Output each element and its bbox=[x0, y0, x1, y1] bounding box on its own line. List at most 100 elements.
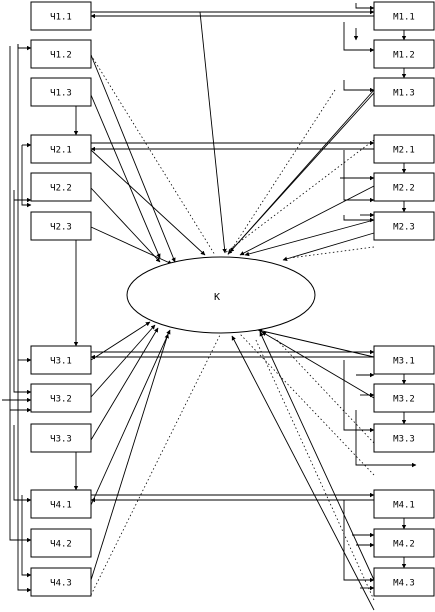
connector-arrow bbox=[343, 150, 375, 203]
node-box bbox=[373, 211, 435, 241]
center-label: K bbox=[214, 292, 220, 303]
right-node-R23[interactable]: М2.3 bbox=[373, 211, 435, 241]
edges-layer bbox=[2, 3, 417, 611]
node-box bbox=[30, 345, 92, 375]
node-label: М1.1 bbox=[393, 13, 415, 23]
connector-arrow bbox=[261, 331, 375, 399]
left-node-L41[interactable]: Ч4.1 bbox=[30, 489, 92, 519]
node-label: М2.2 bbox=[393, 184, 415, 194]
node-box bbox=[30, 489, 92, 519]
node-box bbox=[30, 211, 92, 241]
right-node-R22[interactable]: М2.2 bbox=[373, 172, 435, 202]
node-box bbox=[30, 567, 92, 597]
node-label: Ч1.3 bbox=[50, 89, 72, 99]
right-node-R32[interactable]: М3.2 bbox=[373, 383, 435, 413]
center-ellipse bbox=[126, 256, 316, 334]
node-box bbox=[30, 134, 92, 164]
right-node-R43[interactable]: М4.3 bbox=[373, 567, 435, 597]
node-box bbox=[30, 172, 92, 202]
left-node-L12[interactable]: Ч1.2 bbox=[30, 39, 92, 69]
node-label: Ч3.3 bbox=[50, 435, 72, 445]
dotted-connector bbox=[224, 139, 375, 254]
connector-arrow bbox=[90, 94, 161, 259]
right-node-R31[interactable]: М3.1 bbox=[373, 345, 435, 375]
left-node-L22[interactable]: Ч2.2 bbox=[30, 172, 92, 202]
node-label: Ч1.1 bbox=[50, 13, 72, 23]
node-box bbox=[373, 423, 435, 453]
node-label: М4.2 bbox=[393, 540, 415, 550]
left-node-L21[interactable]: Ч2.1 bbox=[30, 134, 92, 164]
connector-arrow bbox=[90, 324, 156, 398]
connector-arrow bbox=[90, 54, 176, 263]
center-node[interactable]: K bbox=[126, 256, 316, 334]
left-node-L31[interactable]: Ч3.1 bbox=[30, 345, 92, 375]
connector-arrow bbox=[90, 226, 173, 265]
left-node-L33[interactable]: Ч3.3 bbox=[30, 423, 92, 453]
connector-arrow bbox=[90, 149, 206, 256]
connector-arrow bbox=[282, 232, 375, 261]
left-node-L13[interactable]: Ч1.3 bbox=[30, 77, 92, 107]
connector-arrow bbox=[90, 333, 169, 581]
right-node-R33[interactable]: М3.3 bbox=[373, 423, 435, 453]
left-node-L42[interactable]: Ч4.2 bbox=[30, 528, 92, 558]
dotted-connector bbox=[90, 54, 216, 256]
node-box bbox=[373, 39, 435, 69]
node-label: М3.1 bbox=[393, 357, 415, 367]
connector-arrow bbox=[9, 46, 32, 543]
right-node-R11[interactable]: М1.1 bbox=[373, 1, 435, 31]
left-node-L43[interactable]: Ч4.3 bbox=[30, 567, 92, 597]
node-box bbox=[30, 423, 92, 453]
right-node-R41[interactable]: М4.1 bbox=[373, 489, 435, 519]
connector-arrow bbox=[13, 190, 32, 395]
node-box bbox=[373, 345, 435, 375]
node-label: Ч3.1 bbox=[50, 357, 72, 367]
left-node-L32[interactable]: Ч3.2 bbox=[30, 383, 92, 413]
left-node-L11[interactable]: Ч1.1 bbox=[30, 1, 92, 31]
dotted-connector bbox=[90, 334, 221, 596]
dotted-connector bbox=[227, 89, 336, 256]
dotted-connector bbox=[274, 337, 375, 444]
right-node-R42[interactable]: М4.2 bbox=[373, 528, 435, 558]
node-box bbox=[373, 528, 435, 558]
connector-arrow bbox=[239, 185, 375, 256]
right-node-R13[interactable]: М1.3 bbox=[373, 77, 435, 107]
node-box bbox=[373, 134, 435, 164]
node-label: Ч2.1 bbox=[50, 146, 72, 156]
connector-arrow bbox=[21, 145, 32, 208]
connector-arrow bbox=[343, 360, 375, 433]
connector-arrow bbox=[90, 187, 161, 263]
dotted-connector bbox=[254, 337, 375, 601]
node-box bbox=[373, 383, 435, 413]
connector-arrow bbox=[21, 495, 32, 578]
connector-arrow bbox=[355, 3, 375, 11]
left-node-L23[interactable]: Ч2.3 bbox=[30, 211, 92, 241]
node-label: М4.3 bbox=[393, 579, 415, 589]
right-node-R12[interactable]: М1.2 bbox=[373, 39, 435, 69]
node-label: М4.1 bbox=[393, 501, 415, 511]
connector-arrow bbox=[90, 329, 171, 506]
node-box bbox=[30, 39, 92, 69]
node-box bbox=[30, 77, 92, 107]
connector-arrow bbox=[17, 44, 32, 593]
connector-arrow bbox=[90, 321, 151, 361]
right-node-R21[interactable]: М2.1 bbox=[373, 134, 435, 164]
connector-arrow bbox=[355, 410, 417, 468]
connector-arrow bbox=[199, 11, 227, 254]
node-label: М1.3 bbox=[393, 89, 415, 99]
node-label: М2.3 bbox=[393, 223, 415, 233]
node-box bbox=[373, 77, 435, 107]
node-box bbox=[373, 1, 435, 31]
node-label: Ч4.3 bbox=[50, 579, 72, 589]
node-label: М2.1 bbox=[393, 146, 415, 156]
node-label: Ч2.2 bbox=[50, 184, 72, 194]
connector-arrow bbox=[17, 44, 32, 51]
connector-arrow bbox=[343, 215, 375, 223]
node-label: Ч4.2 bbox=[50, 540, 72, 550]
dotted-connector bbox=[239, 333, 375, 476]
connector-arrow bbox=[259, 331, 375, 581]
node-box bbox=[30, 1, 92, 31]
node-box bbox=[373, 172, 435, 202]
node-box bbox=[30, 383, 92, 413]
node-label: Ч1.2 bbox=[50, 51, 72, 61]
